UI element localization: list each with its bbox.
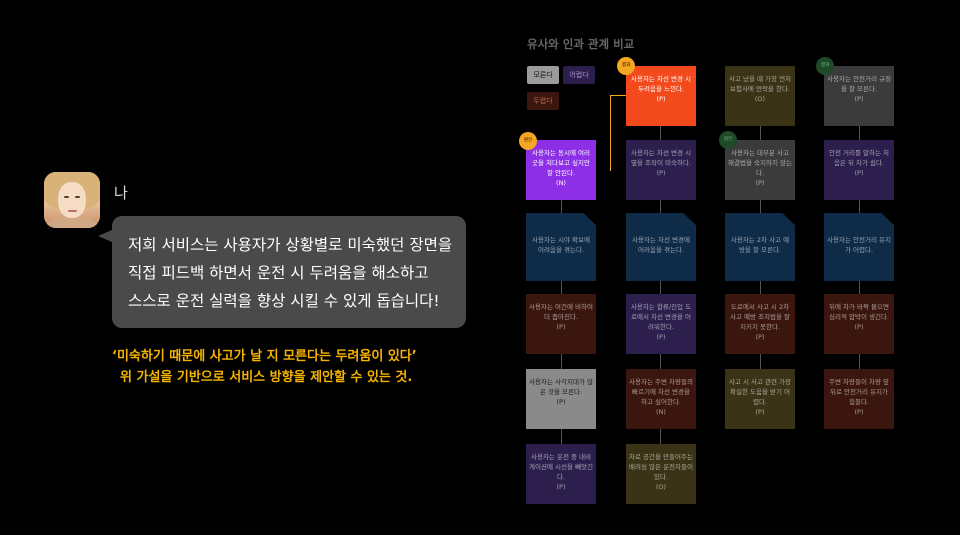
hypothesis-line: ‘미숙하기 때문에 사고가 날 지 모른다는 두려움이 있다’ <box>112 349 417 364</box>
message-line: 직접 피드백 하면서 운전 시 두려움을 해소하고 <box>128 264 429 282</box>
card-road-accident: 도로에서 사고 시 2차 사고 예방 조치법을 잘지키지 못한다.(P) <box>725 294 795 354</box>
card-safe-distance-rule: 사용자는 안전거리 규정을 잘 모른다.(P) <box>824 66 894 126</box>
card-secondary-accident: 사용자는 2차 사고 예방을 잘 모른다. <box>725 213 795 281</box>
cause-badge: 원인 <box>719 131 737 149</box>
causal-arrow <box>610 95 626 171</box>
cause-badge: 원인 <box>519 132 537 150</box>
hypothesis-text: ‘미숙하기 때문에 사고가 날 지 모른다는 두려움이 있다’ 위 가설을 기반… <box>112 346 417 388</box>
card-lane-change-control: 사용자는 차선 변경 시 옆을 조작이 미숙하다.(P) <box>626 140 696 200</box>
message-line: 스스로 운전 실력을 향상 시킬 수 있게 돕습니다! <box>128 292 440 310</box>
card-considerate-drivers: 차로 공간을 만들어주는 배려심 많은 운전자들이 있다.(O) <box>626 444 696 504</box>
card-visibility: 사용자는 시야 확보에 어려움을 겪는다. <box>526 213 596 281</box>
effect-badge: 결과 <box>617 57 635 75</box>
card-safe-distance-talk: 안전 거리를 말하는 처음은 뒤 차가 쉽다.(P) <box>824 140 894 200</box>
effect-badge: 결과 <box>816 57 834 75</box>
legend-unknown: 모른다 <box>527 66 559 84</box>
avatar <box>44 172 100 228</box>
legend-afraid: 두렵다 <box>527 92 559 110</box>
card-tailgating: 뒤에 차가 바짝 붙으면 심리적 압박이 생긴다.(P) <box>824 294 894 354</box>
card-blind-spot: 사용자는 사각지대가 많은 것을 모른다.(P) <box>526 369 596 429</box>
bubble-tail <box>98 230 112 242</box>
card-navigation: 사용자는 운전 중 내비게이션에 시선을 빼앗긴다.(P) <box>526 444 596 504</box>
chat-bubble: 저희 서비스는 사용자가 상황별로 미숙했던 장면을 직접 피드백 하면서 운전… <box>112 216 466 328</box>
card-merge: 사용자는 합류/진입 도로에서 차선 변경을 어려워한다.(P) <box>626 294 696 354</box>
card-lane-change-fear: 사용자는 차선 변경 시 두려움을 느낀다.(P) <box>626 66 696 126</box>
card-surrounding-cars: 주변 차량들이 차량 앞뒤로 안전거리 유지가 힘들다.(P) <box>824 369 894 429</box>
card-accident-help: 사고 시 사고 관련 가장 확실한 도움을 받기 어렵다.(P) <box>725 369 795 429</box>
chat-sender-name: 나 <box>114 184 128 202</box>
legend-difficult: 어렵다 <box>563 66 595 84</box>
card-lane-change-difficulty: 사용자는 차선 변경에 어려움을 겪는다. <box>626 213 696 281</box>
card-narrow: 사용자는 여건에 비하여 더 좁아진다.(P) <box>526 294 596 354</box>
card-safe-distance-difficulty: 사용자는 안전거리 유지가 어렵다. <box>824 213 894 281</box>
diagram-title: 유사와 인과 관계 비교 <box>527 37 635 51</box>
hypothesis-line: 위 가설을 기반으로 서비스 방향을 제안할 수 있는 것. <box>120 370 413 385</box>
card-cause-look-around: 사용자는 동시에 여러 곳을 쳐다보고 싶지만 잘 안된다.(N) <box>526 140 596 200</box>
message-line: 저희 서비스는 사용자가 상황별로 미숙했던 장면을 <box>128 236 453 254</box>
card-fast-cars: 사용자는 주변 차량들의 빠르기에 차선 변경을 하고 싶어한다.(N) <box>626 369 696 429</box>
card-accident-handling: 사용자는 대부분 사고 해결법을 숙지하지 않는다.(P) <box>725 140 795 200</box>
card-insurance: 사고 났을 때 가장 먼저 보험사에 연락을 한다.(O) <box>725 66 795 126</box>
